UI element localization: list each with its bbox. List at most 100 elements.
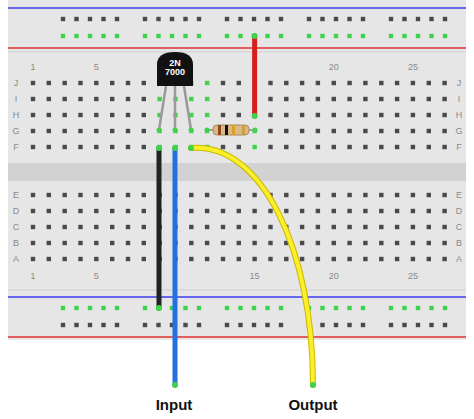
hole xyxy=(205,209,209,213)
hole xyxy=(237,145,241,149)
hole xyxy=(279,17,283,21)
hole xyxy=(332,225,336,229)
hole xyxy=(110,113,114,117)
grid-index: F xyxy=(13,143,19,152)
hole xyxy=(334,306,338,310)
hole xyxy=(126,241,130,245)
hole xyxy=(332,257,336,261)
hole xyxy=(389,17,393,21)
hole xyxy=(300,145,304,149)
breadboard-body xyxy=(8,0,466,340)
yellow-wire xyxy=(191,148,313,385)
signal-label: Input xyxy=(156,397,193,412)
hole xyxy=(316,193,320,197)
hole xyxy=(74,323,78,327)
hole xyxy=(221,193,225,197)
hole xyxy=(31,209,35,213)
hole xyxy=(416,323,420,327)
hole xyxy=(205,81,209,85)
hole xyxy=(252,145,256,149)
hole xyxy=(126,209,130,213)
hole xyxy=(316,145,320,149)
hole xyxy=(156,323,160,327)
hole xyxy=(78,241,82,245)
hole xyxy=(268,241,272,245)
hole xyxy=(63,257,67,261)
hole xyxy=(268,145,272,149)
hole xyxy=(63,113,67,117)
hole xyxy=(300,225,304,229)
hole xyxy=(143,323,147,327)
hole xyxy=(442,129,446,133)
grid-index: 20 xyxy=(329,63,339,72)
hole xyxy=(189,257,193,261)
hole xyxy=(110,145,114,149)
hole xyxy=(110,193,114,197)
hole xyxy=(411,193,415,197)
hole xyxy=(170,34,174,38)
grid-index: G xyxy=(12,127,19,136)
hole xyxy=(94,225,98,229)
hole xyxy=(363,241,367,245)
hole xyxy=(63,129,67,133)
hole xyxy=(78,193,82,197)
hole xyxy=(115,323,119,327)
hole xyxy=(126,225,130,229)
grid-index: J xyxy=(14,79,19,88)
grid-index: D xyxy=(13,207,20,216)
hole xyxy=(347,241,351,245)
hole xyxy=(237,193,241,197)
hole xyxy=(252,193,256,197)
hole xyxy=(78,81,82,85)
hole xyxy=(442,145,446,149)
grid-index: G xyxy=(455,127,462,136)
hole xyxy=(94,97,98,101)
hole xyxy=(205,225,209,229)
hole xyxy=(379,209,383,213)
hole xyxy=(205,257,209,261)
hole xyxy=(126,193,130,197)
hole xyxy=(221,257,225,261)
hole xyxy=(395,81,399,85)
hole xyxy=(300,113,304,117)
hole xyxy=(442,193,446,197)
hole xyxy=(115,34,119,38)
grid-index: F xyxy=(456,143,462,152)
hole xyxy=(189,241,193,245)
hole xyxy=(183,306,187,310)
hole xyxy=(156,17,160,21)
hole xyxy=(237,209,241,213)
hole xyxy=(142,81,146,85)
hole xyxy=(110,225,114,229)
hole xyxy=(94,81,98,85)
hole xyxy=(63,81,67,85)
hole xyxy=(395,257,399,261)
hole xyxy=(284,209,288,213)
hole xyxy=(47,145,51,149)
hole xyxy=(268,129,272,133)
hole xyxy=(252,225,256,229)
hole xyxy=(268,113,272,117)
red-wire xyxy=(252,36,257,116)
hole xyxy=(443,323,447,327)
negative-rail-line xyxy=(8,296,466,298)
hole xyxy=(416,17,420,21)
grid-index: D xyxy=(456,207,463,216)
hole xyxy=(284,81,288,85)
hole xyxy=(279,306,283,310)
hole xyxy=(265,17,269,21)
hole xyxy=(284,97,288,101)
hole xyxy=(126,257,130,261)
hole xyxy=(347,257,351,261)
hole xyxy=(142,241,146,245)
hole xyxy=(411,225,415,229)
hole xyxy=(395,145,399,149)
hole xyxy=(221,241,225,245)
yellow-wire-outline xyxy=(191,148,313,385)
hole xyxy=(31,193,35,197)
hole xyxy=(379,225,383,229)
hole xyxy=(363,257,367,261)
hole xyxy=(416,306,420,310)
hole xyxy=(88,306,92,310)
hole xyxy=(63,209,67,213)
